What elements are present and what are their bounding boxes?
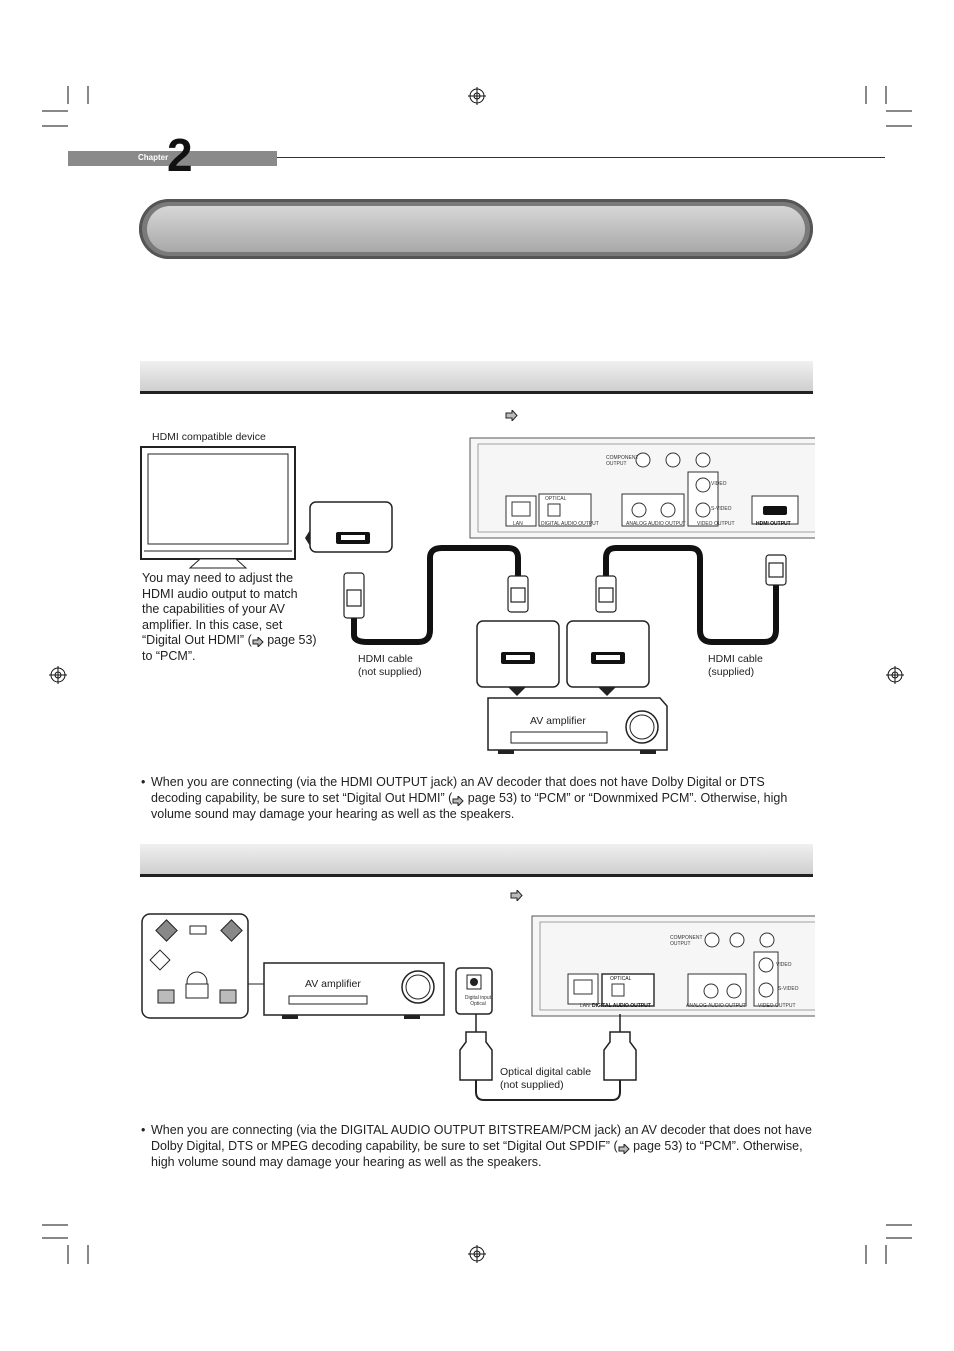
- video-label-2: VIDEO: [776, 962, 792, 968]
- hdmi-cable-label-right: HDMI cable(supplied): [708, 653, 763, 678]
- arrow-right-icon: [452, 794, 465, 807]
- s-video-label-2: S-VIDEO: [778, 986, 799, 992]
- arrow-right-icon: [510, 888, 523, 906]
- hdmi-output-label: HDMI OUTPUT: [756, 521, 791, 527]
- arrow-right-icon: [618, 1142, 630, 1155]
- speaker-layout-icon: [141, 913, 249, 1019]
- av-amplifier-label-optical: AV amplifier: [305, 978, 361, 990]
- chapter-number: 2: [167, 129, 193, 181]
- title-banner-inner: [147, 206, 805, 252]
- optical-connection-diagram: [141, 913, 815, 1101]
- component-output-label: COMPONENT OUTPUT: [606, 455, 639, 467]
- player-rear-panel: [469, 437, 815, 539]
- hdmi-connection-diagram: [140, 437, 815, 754]
- analog-audio-output-label-2: ANALOG AUDIO OUTPUT: [686, 1003, 746, 1009]
- arrow-right-icon: [505, 408, 518, 426]
- video-output-label: VIDEO OUTPUT: [697, 521, 735, 527]
- hdmi-note: • When you are connecting (via the HDMI …: [141, 775, 788, 821]
- optical-note: • When you are connecting (via the DIGIT…: [141, 1123, 812, 1169]
- analog-audio-output-label: ANALOG AUDIO OUTPUT: [626, 521, 686, 527]
- registration-mark-icon: [49, 87, 904, 1263]
- video-output-label-2: VIDEO OUTPUT: [758, 1003, 796, 1009]
- chapter-label: Chapter: [138, 153, 169, 162]
- section-bar-hdmi: [140, 361, 813, 394]
- lan-label: LAN: [513, 521, 523, 527]
- component-output-label-2: COMPONENT OUTPUT: [670, 935, 703, 947]
- header-rule: [277, 157, 885, 158]
- chapter-bar: [68, 151, 277, 166]
- optical-label-2: OPTICAL: [610, 976, 632, 982]
- section-bar-optical: [140, 844, 813, 877]
- av-amplifier-icon: [263, 962, 445, 1019]
- arrow-right-icon: [252, 635, 264, 648]
- av-amplifier-icon: [487, 697, 668, 754]
- s-video-label: S-VIDEO: [711, 506, 732, 512]
- player-rear-panel: [531, 915, 815, 1017]
- digital-audio-output-label: DIGITAL AUDIO OUTPUT: [541, 521, 599, 527]
- video-label: VIDEO: [711, 481, 727, 487]
- hdmi-device-label: HDMI compatible device: [152, 431, 266, 443]
- digital-audio-output-label-2: DIGITAL AUDIO OUTPUT: [592, 1003, 651, 1009]
- hdmi-side-note: You may need to adjust the HDMI audio ou…: [142, 571, 317, 663]
- lan-label-2: LAN: [580, 1003, 590, 1009]
- tv-icon: [140, 446, 296, 569]
- optical-cable-label: Optical digital cable(not supplied): [500, 1066, 592, 1091]
- hdmi-cable-label-left: HDMI cable(not supplied): [358, 653, 422, 678]
- optical-label: OPTICAL: [545, 496, 567, 502]
- av-amplifier-label: AV amplifier: [530, 715, 586, 727]
